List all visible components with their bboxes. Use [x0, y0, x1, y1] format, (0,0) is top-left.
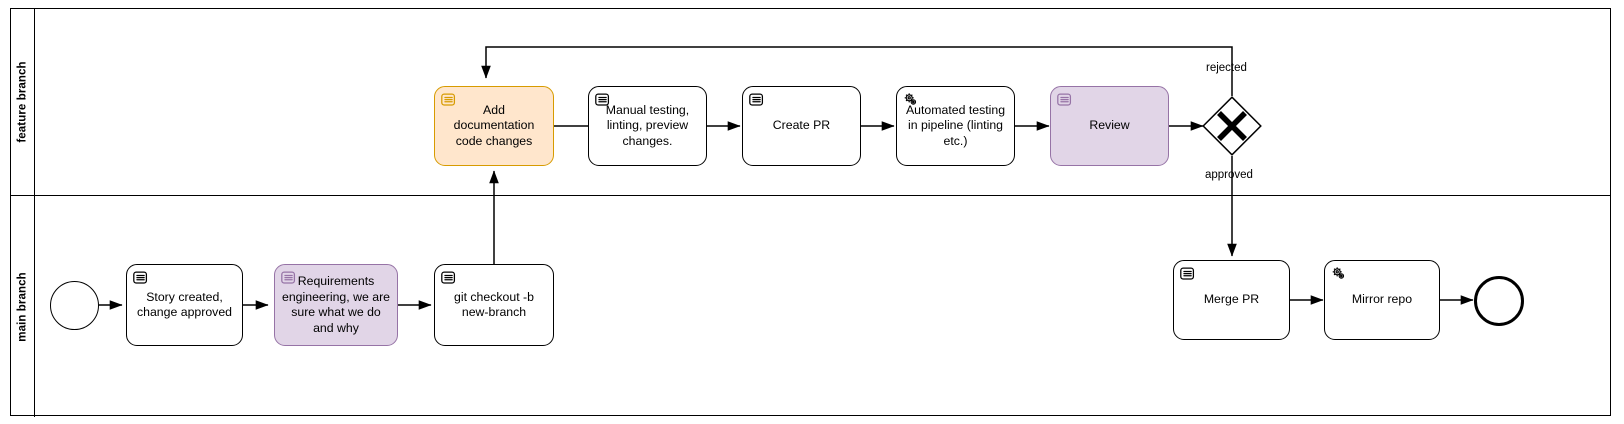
manual-task-icon	[1179, 265, 1197, 283]
task-add-documentation[interactable]: Add documentation code changes	[434, 86, 554, 166]
task-automated-testing[interactable]: Automated testing in pipeline (linting e…	[896, 86, 1015, 166]
lane-header-feature-branch: feature branch	[11, 9, 35, 195]
manual-task-icon	[132, 269, 150, 287]
task-label: Automated testing in pipeline (linting e…	[905, 102, 1006, 148]
manual-task-icon	[594, 91, 612, 109]
task-requirements-engineering[interactable]: Requirements engineering, we are sure wh…	[274, 264, 398, 346]
manual-task-icon	[440, 269, 458, 287]
manual-task-icon	[280, 269, 298, 287]
task-review[interactable]: Review	[1050, 86, 1169, 166]
task-create-pr[interactable]: Create PR	[742, 86, 861, 166]
lane-main-branch: main branch	[11, 196, 1610, 417]
task-label: Requirements engineering, we are sure wh…	[282, 274, 391, 335]
pool: feature branch main branch	[10, 8, 1611, 417]
edge-label-approved: approved	[1205, 169, 1253, 181]
task-manual-testing[interactable]: Manual testing, linting, preview changes…	[588, 86, 707, 166]
lane-label-main-branch: main branch	[16, 271, 29, 342]
edge-label-rejected: rejected	[1206, 62, 1247, 74]
task-story-created[interactable]: Story created, change approved	[126, 264, 243, 346]
gateway-review-decision[interactable]	[1202, 96, 1262, 156]
task-git-checkout[interactable]: git checkout -b new-branch	[434, 264, 554, 346]
task-label: Review	[1089, 118, 1130, 133]
task-label: Merge PR	[1203, 292, 1260, 307]
service-task-icon	[902, 91, 920, 109]
manual-task-icon	[1056, 91, 1074, 109]
task-label: Story created, change approved	[136, 289, 233, 320]
task-label: Manual testing, linting, preview changes…	[605, 102, 690, 148]
task-merge-pr[interactable]: Merge PR	[1173, 260, 1290, 340]
start-event[interactable]	[50, 281, 99, 330]
end-event[interactable]	[1474, 276, 1524, 326]
task-mirror-repo[interactable]: Mirror repo	[1324, 260, 1440, 340]
exclusive-gateway-icon	[1202, 96, 1262, 156]
lane-header-main-branch: main branch	[11, 196, 35, 417]
service-task-icon	[1330, 265, 1348, 283]
task-label: Create PR	[772, 118, 831, 133]
lane-feature-branch: feature branch	[11, 9, 1610, 196]
task-label: git checkout -b new-branch	[454, 289, 534, 320]
task-label: Add documentation code changes	[453, 102, 535, 148]
task-label: Mirror repo	[1351, 292, 1413, 307]
lane-label-feature-branch: feature branch	[16, 61, 29, 143]
manual-task-icon	[440, 91, 458, 109]
manual-task-icon	[748, 91, 766, 109]
